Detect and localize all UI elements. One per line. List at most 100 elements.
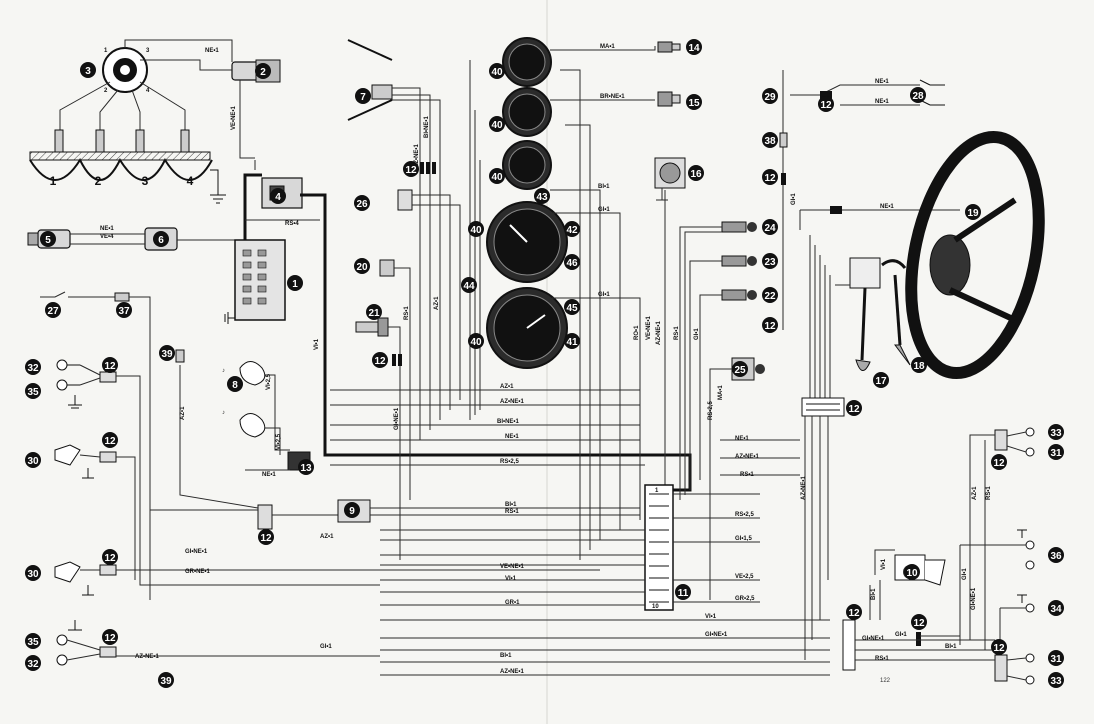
svg-text:36: 36 bbox=[1050, 551, 1062, 562]
wire-label: NE•1 bbox=[875, 79, 889, 85]
wire-label: BI•NE•1 bbox=[424, 115, 430, 138]
fuse-38 bbox=[779, 132, 788, 148]
lamp-group-35-32-lower bbox=[56, 620, 380, 666]
wire-label: RO•1 bbox=[634, 325, 640, 340]
wire-label: GI•NE•1 bbox=[971, 587, 977, 610]
dist-pin-4: 4 bbox=[146, 88, 150, 94]
fuse-1-label: 1 bbox=[655, 488, 659, 494]
badge-12-b: 12 bbox=[403, 161, 419, 177]
engine-block: 1 2 3 4 bbox=[29, 129, 226, 204]
wire-label: NE•1 bbox=[505, 434, 519, 440]
svg-text:12: 12 bbox=[764, 321, 776, 332]
fuse-relay-box bbox=[224, 239, 286, 324]
badge-12-f: 12 bbox=[102, 549, 118, 565]
badge-38: 38 bbox=[762, 132, 778, 148]
svg-text:4: 4 bbox=[275, 192, 281, 203]
connector-strip-12-lower bbox=[392, 354, 402, 366]
badge-26: 26 bbox=[354, 195, 370, 211]
switch-24 bbox=[721, 221, 757, 233]
lamp-cluster-33-31-top bbox=[994, 427, 1035, 457]
badge-8: 8 bbox=[227, 376, 243, 392]
wire-label: AZ•NE•1 bbox=[735, 454, 760, 460]
wire-label: VE•4 bbox=[100, 234, 114, 240]
page-number: 122 bbox=[880, 678, 891, 684]
badge-33-top: 33 bbox=[1048, 424, 1064, 440]
svg-text:12: 12 bbox=[104, 553, 116, 564]
headlamp-30-upper bbox=[54, 444, 136, 580]
svg-text:1: 1 bbox=[292, 279, 298, 290]
badge-13: 13 bbox=[298, 459, 314, 475]
badge-10: 10 bbox=[904, 564, 920, 580]
wire-label: GI•1 bbox=[598, 292, 610, 298]
badge-27: 27 bbox=[45, 302, 61, 318]
headlamp-30-lower bbox=[54, 561, 600, 596]
cylinder-2-label: 2 bbox=[95, 174, 102, 188]
svg-text:19: 19 bbox=[967, 208, 979, 219]
badge-21: 21 bbox=[366, 304, 382, 320]
wire-label: GR•1 bbox=[505, 600, 520, 606]
cylinder-1-label: 1 bbox=[50, 174, 57, 188]
door-switch bbox=[347, 39, 393, 121]
svg-text:12: 12 bbox=[848, 608, 860, 619]
svg-text:34: 34 bbox=[1050, 604, 1062, 615]
badge-15: 15 bbox=[686, 94, 702, 110]
svg-text:38: 38 bbox=[764, 136, 776, 147]
wire-label: NE•1 bbox=[735, 436, 749, 442]
svg-text:40: 40 bbox=[470, 225, 482, 236]
wire-label: AZ•1 bbox=[500, 384, 514, 390]
svg-text:12: 12 bbox=[374, 356, 386, 367]
svg-text:10: 10 bbox=[906, 568, 918, 579]
badge-12: 12 bbox=[818, 96, 834, 112]
dist-pin-2: 2 bbox=[104, 88, 108, 94]
badge-31-bottom: 31 bbox=[1048, 650, 1064, 666]
wire-label: GI•1 bbox=[962, 568, 968, 580]
badge-42: 42 bbox=[564, 221, 580, 237]
svg-text:35: 35 bbox=[27, 387, 39, 398]
speedometer bbox=[486, 287, 568, 369]
badge-29: 29 bbox=[762, 88, 778, 104]
svg-text:12: 12 bbox=[405, 165, 417, 176]
badge-41: 41 bbox=[564, 333, 580, 349]
badge-12-c: 12 bbox=[372, 352, 388, 368]
wire-label: NE•1 bbox=[875, 99, 889, 105]
badge-12-g: 12 bbox=[102, 629, 118, 645]
sender-14 bbox=[657, 41, 681, 53]
badge-32-upper: 32 bbox=[25, 359, 41, 375]
svg-text:32: 32 bbox=[27, 363, 39, 374]
badge-12-n: 12 bbox=[991, 454, 1007, 470]
svg-text:12: 12 bbox=[993, 643, 1005, 654]
wire-label: VI•1 bbox=[505, 576, 517, 582]
switch-10 bbox=[894, 554, 946, 586]
badge-19: 19 bbox=[965, 204, 981, 220]
badge-25: 25 bbox=[732, 361, 748, 377]
svg-text:12: 12 bbox=[764, 173, 776, 184]
wire-label: RS•2,5 bbox=[708, 401, 714, 420]
svg-text:8: 8 bbox=[232, 380, 238, 391]
wire-label: MA•1 bbox=[600, 44, 615, 50]
tachometer bbox=[486, 201, 568, 283]
badge-14: 14 bbox=[686, 39, 702, 55]
svg-text:12: 12 bbox=[104, 361, 116, 372]
wire-label: GI•NE•1 bbox=[862, 636, 885, 642]
badge-12-k: 12 bbox=[846, 400, 862, 416]
badge-31-top: 31 bbox=[1048, 444, 1064, 460]
badge-11: 11 bbox=[675, 584, 691, 600]
connector-12-right bbox=[781, 173, 786, 185]
wire-label: GI•1 bbox=[694, 328, 700, 340]
svg-text:6: 6 bbox=[158, 235, 164, 246]
svg-text:33: 33 bbox=[1050, 676, 1062, 687]
wire-label: AZ•NE•1 bbox=[414, 143, 420, 168]
badge-39-lower: 39 bbox=[158, 672, 174, 688]
badge-12-e: 12 bbox=[102, 432, 118, 448]
gauge-16 bbox=[502, 140, 552, 190]
svg-text:12: 12 bbox=[993, 458, 1005, 469]
wire-label: NE•1 bbox=[100, 226, 114, 232]
badge-12-o: 12 bbox=[991, 639, 1007, 655]
svg-text:30: 30 bbox=[27, 456, 39, 467]
svg-text:32: 32 bbox=[27, 659, 39, 670]
svg-text:25: 25 bbox=[734, 365, 746, 376]
column-switches bbox=[849, 257, 911, 371]
horns: ♪ ♪ bbox=[222, 361, 266, 438]
wire-label: NE•1 bbox=[880, 204, 894, 210]
